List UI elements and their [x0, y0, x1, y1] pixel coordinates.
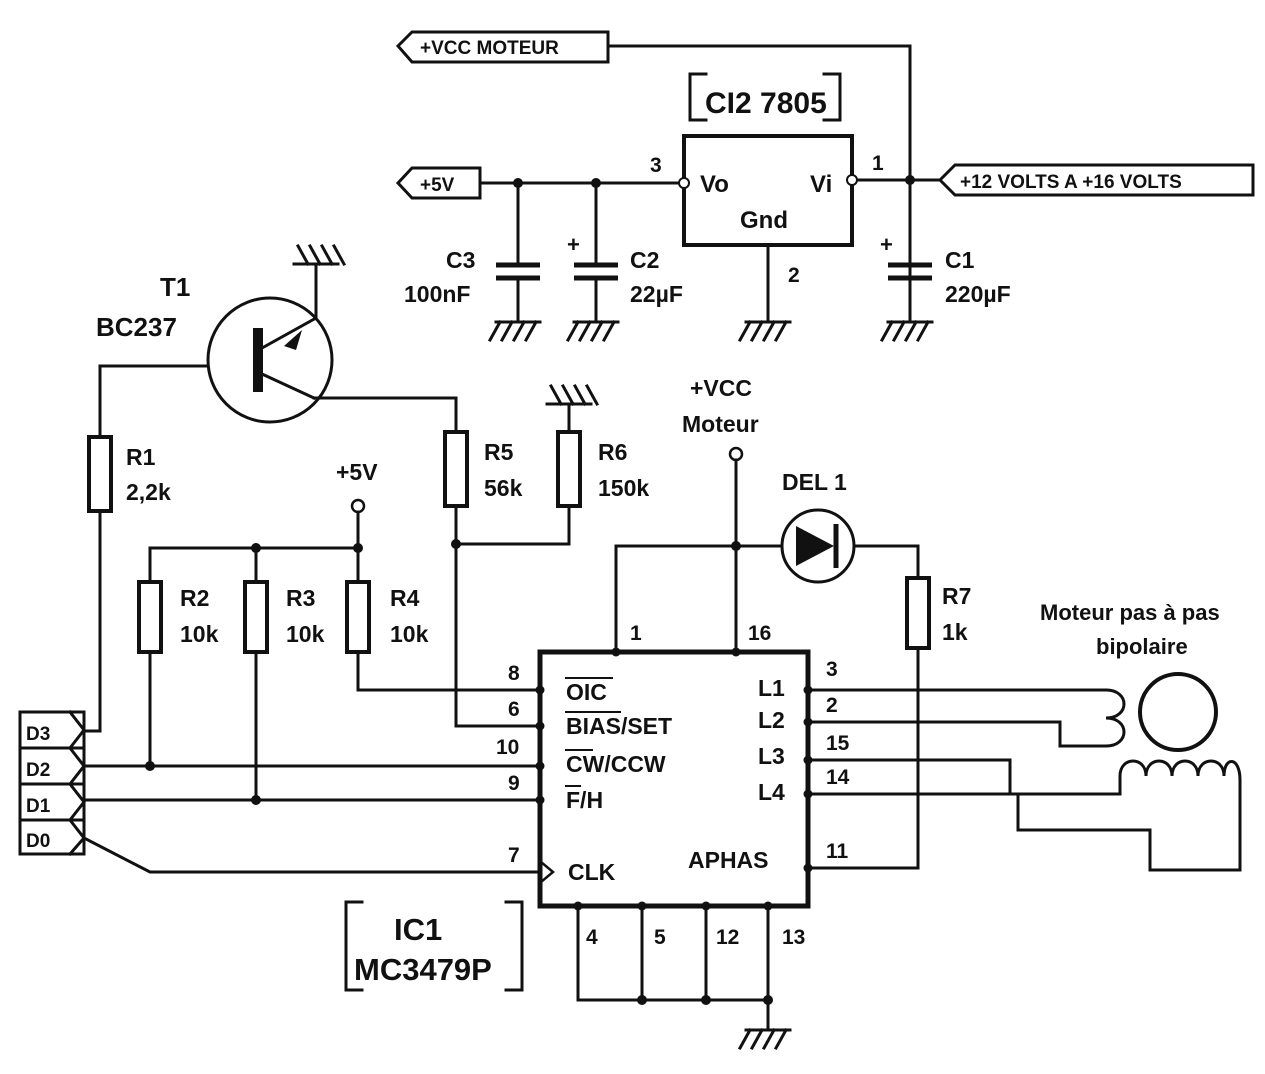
r3-value: 10k	[286, 621, 325, 647]
ic1-pin-label-aphas: APHAS	[688, 847, 769, 873]
motor-label-line2: bipolaire	[1096, 634, 1188, 659]
ic1-pin-num-3: 3	[826, 658, 838, 681]
ic1-pin-num-15: 15	[826, 732, 850, 755]
resistor-r3: R3 10k	[243, 580, 325, 654]
ic1-pin-num-4: 4	[586, 926, 598, 949]
r4-value: 10k	[390, 621, 429, 647]
ic1-reference: IC1 MC3479P	[344, 900, 524, 992]
ic1-pin-num-9: 9	[508, 772, 520, 795]
r5-name: R5	[484, 439, 514, 465]
regulator-vo: Vo	[700, 171, 729, 198]
t1-name: T1	[160, 272, 190, 302]
plus5v-connector-label: +5V	[420, 175, 455, 196]
ic1-pin-label-l4: L4	[758, 779, 785, 805]
capacitor-c3: C3 100nF	[404, 181, 540, 324]
r1-name: R1	[126, 444, 156, 470]
r6-name: R6	[598, 439, 627, 465]
r2-value: 10k	[180, 621, 219, 647]
c1-name: C1	[945, 247, 975, 273]
c2-value: 22µF	[630, 281, 683, 307]
ground-icon	[292, 243, 934, 1051]
ic1-pin-num-6: 6	[508, 698, 520, 721]
d3-label: D3	[26, 724, 50, 745]
stepper-motor: Moteur pas à pas bipolaire	[1040, 600, 1242, 796]
r5-value: 56k	[484, 475, 523, 501]
ic1-pin-num-14: 14	[826, 766, 850, 789]
vcc-moteur-connector: +VCC MOTEUR	[395, 30, 610, 64]
ic1-pin-num-13: 13	[782, 926, 805, 949]
resistor-r6: R6 150k	[556, 430, 649, 508]
d0-label: D0	[26, 831, 50, 852]
resistor-r1: R1 2,2k	[87, 435, 171, 513]
regulator-ref: CI2 7805	[705, 87, 827, 120]
vcc-moteur-connector-label: +VCC MOTEUR	[420, 38, 559, 59]
resistor-r7: R7 1k	[905, 576, 971, 650]
ic1-pin-num-1: 1	[630, 622, 642, 645]
r7-name: R7	[942, 583, 971, 609]
ic1-pin-label-l1: L1	[758, 675, 785, 701]
regulator-7805: CI2 7805 Vo Vi Gnd 3 1 2	[650, 72, 884, 287]
ic1-pin-num-7: 7	[508, 844, 520, 867]
regulator-pin-gnd: 2	[788, 264, 800, 287]
supply-input-label: +12 VOLTS A +16 VOLTS	[960, 172, 1182, 193]
d2-label: D2	[26, 760, 50, 781]
r1-value: 2,2k	[126, 479, 171, 505]
r2-name: R2	[180, 585, 209, 611]
ic1-pin-label-clk: CLK	[568, 859, 616, 885]
regulator-vi: Vi	[810, 171, 832, 198]
vcc-moteur-label-line1: +VCC	[690, 375, 752, 401]
regulator-gnd: Gnd	[740, 207, 788, 234]
ic1-ref: IC1	[394, 912, 442, 947]
ic1-pin-num-8: 8	[508, 662, 520, 685]
ic1-pin-label-l2: L2	[758, 707, 785, 733]
ic1-part: MC3479P	[354, 952, 492, 987]
resistor-r2: R2 10k	[137, 580, 219, 654]
motor-label-line1: Moteur pas à pas	[1040, 600, 1220, 625]
ic1-pin-label-oic: OIC	[566, 679, 607, 705]
ic1-pin-num-12: 12	[716, 926, 739, 949]
ic1-pin-num-2: 2	[826, 694, 838, 717]
plus5v-label: +5V	[336, 459, 378, 485]
ic1-pin-label-bias: BIAS/SET	[566, 713, 672, 739]
transistor-t1: T1 BC237	[96, 262, 334, 424]
c3-value: 100nF	[404, 281, 470, 307]
c1-value: 220µF	[945, 281, 1011, 307]
ic1-pin-label-l3: L3	[758, 743, 785, 769]
d1-label: D1	[26, 796, 51, 817]
ic1-pin-num-16: 16	[748, 622, 771, 645]
supply-input-connector: +12 VOLTS A +16 VOLTS	[937, 163, 1255, 197]
capacitor-c1: + C1 220µF	[880, 178, 1011, 324]
c2-name: C2	[630, 247, 659, 273]
r4-name: R4	[390, 585, 420, 611]
resistor-r5: R5 56k	[443, 430, 523, 508]
capacitor-c2: + C2 22µF	[567, 181, 683, 324]
r3-name: R3	[286, 585, 315, 611]
r6-value: 150k	[598, 475, 649, 501]
resistor-r4: R4 10k	[345, 580, 429, 654]
regulator-pin-vi: 1	[872, 152, 884, 175]
c1-plus: +	[880, 232, 893, 257]
regulator-pin-vo: 3	[650, 154, 662, 177]
led-del1: DEL 1	[780, 469, 856, 584]
ic1-pin-num-10: 10	[496, 736, 519, 759]
r7-value: 1k	[942, 619, 968, 645]
c2-plus: +	[567, 232, 580, 257]
plus5v-connector: +5V	[395, 166, 482, 200]
ic1-pin-label-fh: F/H	[566, 787, 603, 813]
led-name: DEL 1	[782, 469, 847, 495]
vcc-moteur-label-line2: Moteur	[682, 411, 759, 437]
t1-part: BC237	[96, 312, 177, 342]
ic1-mc3479p: 8 OIC 6 BIAS/SET 10 CW/CCW 9 F/H 7 CLK 3…	[496, 622, 850, 949]
ic1-pin-num-11: 11	[826, 840, 849, 863]
ic1-pin-num-5: 5	[654, 926, 666, 949]
c3-name: C3	[446, 247, 475, 273]
ic1-pin-label-cw: CW/CCW	[566, 751, 666, 777]
data-connectors: D3 D2 D1 D0	[18, 709, 86, 857]
